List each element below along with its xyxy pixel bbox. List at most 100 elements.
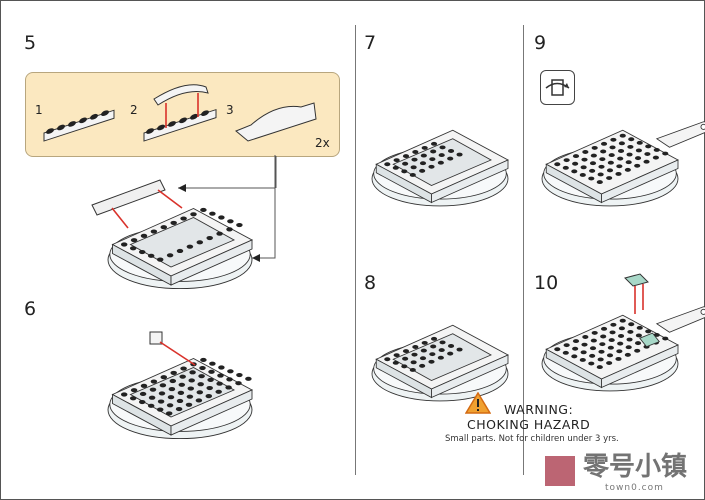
- stud: [177, 390, 185, 395]
- stud: [625, 160, 632, 165]
- stud: [179, 374, 186, 379]
- teal-tile: [639, 332, 660, 348]
- step-9-model: [541, 121, 705, 207]
- stud: [138, 399, 146, 405]
- stud: [209, 211, 216, 216]
- stud: [57, 124, 65, 131]
- stud: [187, 386, 195, 391]
- stud: [618, 141, 625, 146]
- stud: [216, 231, 223, 236]
- stud: [606, 168, 614, 173]
- step-number-6: 6: [24, 298, 37, 320]
- stud: [634, 163, 641, 168]
- stud: [589, 346, 597, 351]
- stud: [156, 257, 164, 262]
- stud: [170, 370, 177, 375]
- stud: [196, 390, 204, 395]
- stud: [235, 381, 242, 386]
- stud: [130, 388, 138, 393]
- stud: [165, 411, 173, 416]
- stud: [626, 152, 633, 157]
- rotate-model-icon: [540, 70, 575, 105]
- stud: [589, 353, 596, 358]
- stud: [617, 156, 624, 161]
- stud: [624, 167, 631, 172]
- warning-triangle-icon: [465, 392, 491, 414]
- stud: [412, 345, 419, 349]
- stud: [206, 385, 213, 391]
- watermark-text: 零号小镇: [583, 452, 688, 482]
- stud: [179, 117, 187, 124]
- stud: [420, 153, 427, 158]
- stud: [401, 169, 408, 174]
- stud: [597, 357, 604, 362]
- stud: [617, 341, 624, 346]
- stud: [581, 157, 588, 162]
- stud: [437, 160, 444, 165]
- stud: [447, 351, 454, 356]
- stud: [392, 165, 399, 170]
- stud: [169, 378, 177, 384]
- stud: [218, 215, 225, 220]
- stud: [430, 336, 438, 341]
- substep-2: 2: [130, 103, 138, 117]
- stud: [199, 365, 206, 371]
- stud: [447, 149, 455, 153]
- stud: [140, 233, 148, 238]
- stud: [157, 399, 165, 404]
- stud: [236, 372, 243, 378]
- stud: [180, 216, 187, 221]
- stud: [606, 361, 613, 365]
- stud: [607, 160, 614, 165]
- stud: [402, 349, 410, 354]
- stud: [139, 391, 147, 397]
- stud: [156, 407, 164, 412]
- watermark-site: town0.com: [605, 483, 664, 493]
- stud: [635, 148, 642, 153]
- stud: [627, 329, 634, 334]
- stud: [166, 253, 174, 258]
- stud: [634, 348, 641, 353]
- stud: [598, 164, 605, 169]
- stud: [200, 357, 207, 363]
- stud: [410, 165, 417, 170]
- substep-3: 3: [226, 103, 234, 117]
- stud: [619, 133, 626, 138]
- stud: [438, 348, 445, 353]
- stud: [590, 338, 597, 343]
- red-arrow: [159, 341, 196, 366]
- stud: [410, 360, 417, 365]
- callout-parts-illustration: [43, 84, 317, 188]
- stud: [208, 369, 215, 374]
- stud: [600, 149, 607, 154]
- stud: [563, 158, 570, 163]
- stud: [198, 374, 205, 379]
- stud: [428, 164, 435, 169]
- stud: [79, 117, 87, 124]
- column-divider: [523, 25, 524, 475]
- stud: [643, 159, 650, 164]
- stud: [430, 141, 438, 146]
- stud: [176, 398, 184, 404]
- stud: [617, 149, 625, 153]
- stud: [572, 154, 580, 159]
- stud: [616, 349, 623, 354]
- stud: [419, 356, 427, 361]
- stud: [599, 342, 606, 347]
- stud: [572, 339, 580, 344]
- stud: [554, 162, 561, 167]
- plate-with-slope: [143, 108, 217, 142]
- red-arrow: [111, 207, 129, 229]
- stud: [201, 110, 209, 116]
- stud: [580, 350, 587, 355]
- stud: [129, 246, 137, 251]
- stud: [599, 157, 606, 162]
- stud: [190, 212, 197, 217]
- stud: [636, 140, 643, 145]
- stud: [600, 326, 608, 331]
- step-number-9: 9: [534, 32, 547, 54]
- stud: [120, 242, 128, 247]
- stud: [608, 338, 615, 343]
- stud: [206, 235, 213, 241]
- stud: [624, 352, 631, 357]
